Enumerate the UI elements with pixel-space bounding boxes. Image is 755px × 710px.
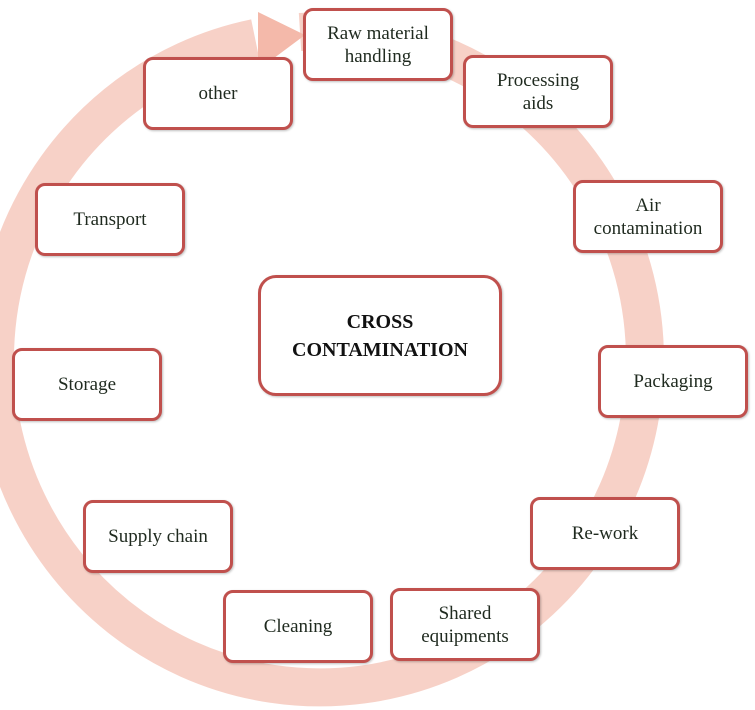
node-label: Processing aids	[496, 69, 580, 114]
node-label: other	[198, 83, 238, 104]
center-label: CROSS CONTAMINATION	[292, 310, 468, 361]
arrow-head-icon	[258, 12, 305, 70]
node-label: Storage	[57, 374, 117, 395]
center-node: CROSS CONTAMINATION	[258, 275, 502, 396]
node-label: Transport	[73, 209, 147, 230]
node-cleaning: Cleaning	[223, 590, 373, 663]
node-label: Raw material handling	[327, 22, 429, 67]
node-other: other	[143, 57, 293, 130]
node-label: Supply chain	[108, 526, 208, 547]
node-raw-material-handling: Raw material handling	[303, 8, 453, 81]
node-transport: Transport	[35, 183, 185, 256]
node-air-contamination: Air contamination	[573, 180, 723, 253]
node-label: Air contamination	[593, 194, 703, 239]
node-label: Cleaning	[263, 616, 333, 637]
node-packaging: Packaging	[598, 345, 748, 418]
node-supply-chain: Supply chain	[83, 500, 233, 573]
node-label: Shared equipments	[421, 602, 509, 647]
node-label: Re-work	[571, 523, 639, 544]
node-storage: Storage	[12, 348, 162, 421]
node-re-work: Re-work	[530, 497, 680, 570]
node-label: Packaging	[633, 371, 713, 392]
node-processing-aids: Processing aids	[463, 55, 613, 128]
node-shared-equipments: Shared equipments	[390, 588, 540, 661]
